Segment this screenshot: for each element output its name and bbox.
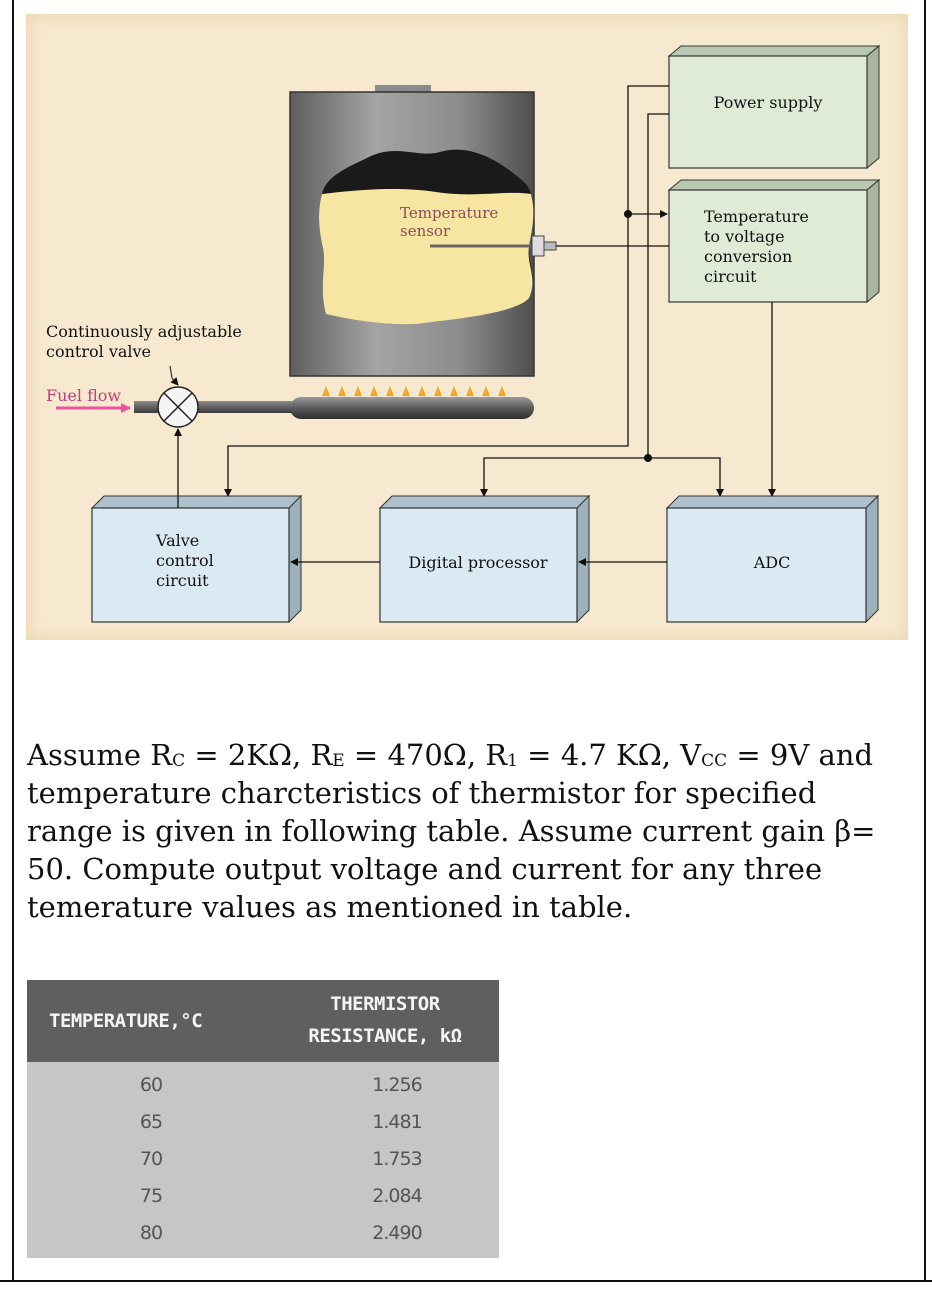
sensor-fitting xyxy=(531,235,545,257)
sensor-label-line1: Temperature xyxy=(400,204,498,222)
conv-label-line1: Temperature xyxy=(704,207,809,226)
control-valve: Continuously adjustable control valve Fu… xyxy=(46,322,242,428)
frame-bottom-border xyxy=(0,1280,932,1282)
header-resistance-line1: THERMISTOR xyxy=(330,993,440,1015)
table-row: 80 2.490 xyxy=(27,1222,499,1259)
adc-label: ADC xyxy=(753,553,791,572)
cell-resistance: 1.256 xyxy=(372,1074,422,1096)
cell-resistance: 1.481 xyxy=(372,1111,422,1133)
valve-circuit-label-line1: Valve xyxy=(155,531,199,550)
valve-label-line1: Continuously adjustable xyxy=(46,322,242,341)
wire-power-to-valve-circuit xyxy=(224,85,669,497)
header-temperature: TEMPERATURE,°C xyxy=(49,1010,203,1032)
adc-box: ADC xyxy=(665,494,880,624)
tank xyxy=(289,85,535,377)
cell-resistance: 2.084 xyxy=(372,1185,422,1207)
conv-label-line2: to voltage xyxy=(704,227,785,246)
flames xyxy=(322,386,506,396)
problem-statement: Assume RC = 2KΩ, RE = 470Ω, R1 = 4.7 KΩ,… xyxy=(27,738,876,924)
cell-temperature: 70 xyxy=(139,1148,163,1170)
valve-circuit-label-line2: control xyxy=(156,551,214,570)
cell-temperature: 65 xyxy=(139,1111,163,1133)
table-row: 65 1.481 xyxy=(27,1111,499,1148)
digital-processor-label: Digital processor xyxy=(408,553,547,572)
wire-power-to-processor xyxy=(480,457,648,497)
wire-power-to-adc xyxy=(647,113,724,497)
table-row: 60 1.256 xyxy=(27,1074,499,1111)
junction-dot-1 xyxy=(624,210,632,218)
table-row: 70 1.753 xyxy=(27,1148,499,1185)
power-supply-label: Power supply xyxy=(714,93,823,112)
header-resistance-line2: RESISTANCE, kΩ xyxy=(308,1025,462,1047)
tank-cap xyxy=(375,85,431,93)
cell-temperature: 75 xyxy=(139,1185,163,1207)
tank-liquid xyxy=(319,188,534,325)
burner-tube xyxy=(290,397,534,419)
table-body: 60 1.256 65 1.481 70 1.753 75 2.084 80 2… xyxy=(27,1074,499,1259)
junction-dot-2 xyxy=(644,454,652,462)
cell-resistance: 2.490 xyxy=(372,1222,422,1244)
temp-conversion-box: Temperature to voltage conversion circui… xyxy=(667,178,881,304)
table-header: TEMPERATURE,°C THERMISTOR RESISTANCE, kΩ xyxy=(27,980,499,1062)
cell-temperature: 80 xyxy=(139,1222,163,1244)
valve-circuit-box: Valve control circuit xyxy=(90,494,303,624)
valve-label-line2: control valve xyxy=(46,342,151,361)
temperature-sensor: Temperature sensor xyxy=(400,204,557,257)
thermistor-table: TEMPERATURE,°C THERMISTOR RESISTANCE, kΩ… xyxy=(27,980,499,1258)
valve-label-pointer xyxy=(169,365,179,386)
power-supply-box: Power supply xyxy=(667,44,881,170)
header-resistance: THERMISTOR RESISTANCE, kΩ xyxy=(285,988,485,1052)
digital-processor-box: Digital processor xyxy=(378,494,591,624)
cell-resistance: 1.753 xyxy=(372,1148,422,1170)
frame-left-border xyxy=(12,0,14,1282)
table-row: 75 2.084 xyxy=(27,1185,499,1222)
valve-circuit-label-line3: circuit xyxy=(156,571,209,590)
sensor-connector xyxy=(543,241,557,251)
conv-label-line4: circuit xyxy=(704,267,757,286)
control-system-diagram: Temperature sensor Continuously adjustab… xyxy=(26,14,908,640)
sensor-label-line2: sensor xyxy=(400,222,451,240)
diagram-svg: Temperature sensor Continuously adjustab… xyxy=(46,44,881,624)
conv-label-line3: conversion xyxy=(704,247,792,266)
cell-temperature: 60 xyxy=(139,1074,163,1096)
frame-right-border xyxy=(924,0,926,1282)
fuel-flow-label: Fuel flow xyxy=(46,386,121,405)
